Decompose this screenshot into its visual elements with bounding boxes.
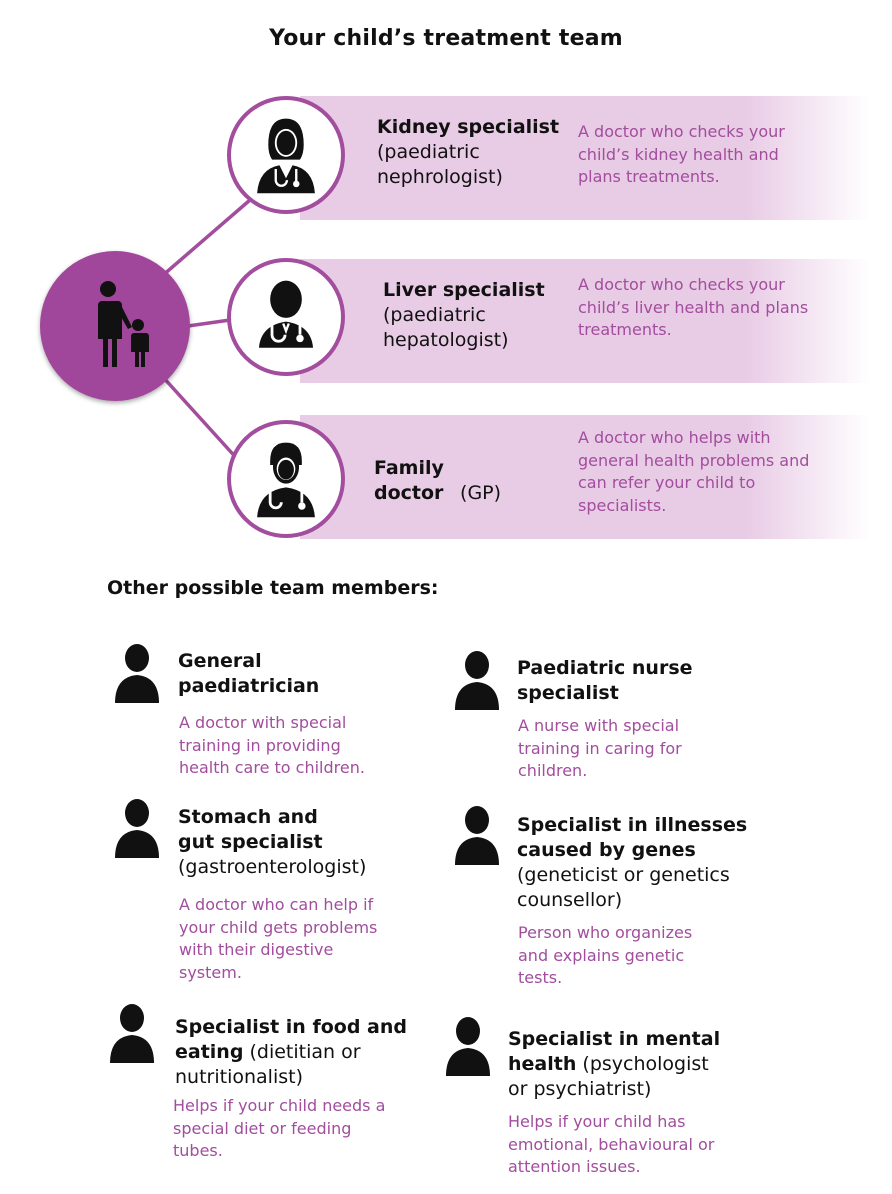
general-paediatrician-label: General paediatrician (178, 650, 320, 697)
connector-line-kidney (160, 198, 252, 278)
nurse-specialist-person-icon (453, 650, 501, 712)
nurse-specialist-label: Paediatric nurse specialist (517, 657, 693, 704)
family-doctor-description: A doctor who helps with general health p… (578, 428, 810, 515)
connector-line-gp (160, 374, 242, 464)
gut-specialist-label: Stomach and gut specialist(gastroenterol… (178, 806, 367, 878)
liver-specialist-band (300, 259, 870, 383)
page-title: Your child’s treatment team (269, 26, 623, 51)
kidney-specialist-band (300, 96, 870, 220)
connector-line-liver (187, 318, 231, 328)
parent-and-child-icon (98, 281, 149, 367)
liver-specialist-circle (227, 258, 345, 376)
nurse-specialist-description: A nurse with special training in caring … (518, 716, 682, 780)
kidney-specialist-description: A doctor who checks your child’s kidney … (578, 122, 785, 186)
hub-circle (40, 251, 190, 401)
family-doctor-circle (227, 420, 345, 538)
liver-specialist-description: A doctor who checks your child’s liver h… (578, 275, 809, 339)
gut-specialist-person-icon (113, 798, 161, 860)
mental-health-specialist-label: Specialist in mental health (psychologis… (508, 1028, 721, 1100)
genetics-specialist-description: Person who organizes and explains geneti… (518, 923, 693, 987)
general-paediatrician-person-icon (113, 643, 161, 705)
food-specialist-description: Helps if your child needs a special diet… (173, 1096, 386, 1160)
food-specialist-label: Specialist in food and eating (dietitian… (175, 1016, 407, 1088)
male-doctor-icon (257, 442, 315, 518)
genetics-specialist-person-icon (453, 805, 501, 867)
mental-health-specialist-description: Helps if your child has emotional, behav… (508, 1112, 715, 1176)
doctor-icon (258, 280, 314, 348)
family-doctor-label: Family doctor (GP) (374, 457, 502, 504)
other-members-heading: Other possible team members: (107, 577, 439, 599)
family-doctor-band (300, 415, 870, 539)
gut-specialist-description: A doctor who can help if your child gets… (179, 895, 378, 982)
liver-specialist-label: Liver specialist(paediatric hepatologist… (383, 279, 545, 351)
food-specialist-person-icon (108, 1003, 156, 1065)
general-paediatrician-description: A doctor with special training in provid… (179, 713, 365, 777)
female-doctor-icon (257, 118, 315, 194)
kidney-specialist-circle (227, 96, 345, 214)
genetics-specialist-label: Specialist in illnesses caused by genes(… (517, 814, 748, 911)
kidney-specialist-label: Kidney specialist(paediatric nephrologis… (377, 116, 560, 188)
mental-health-specialist-person-icon (444, 1016, 492, 1078)
